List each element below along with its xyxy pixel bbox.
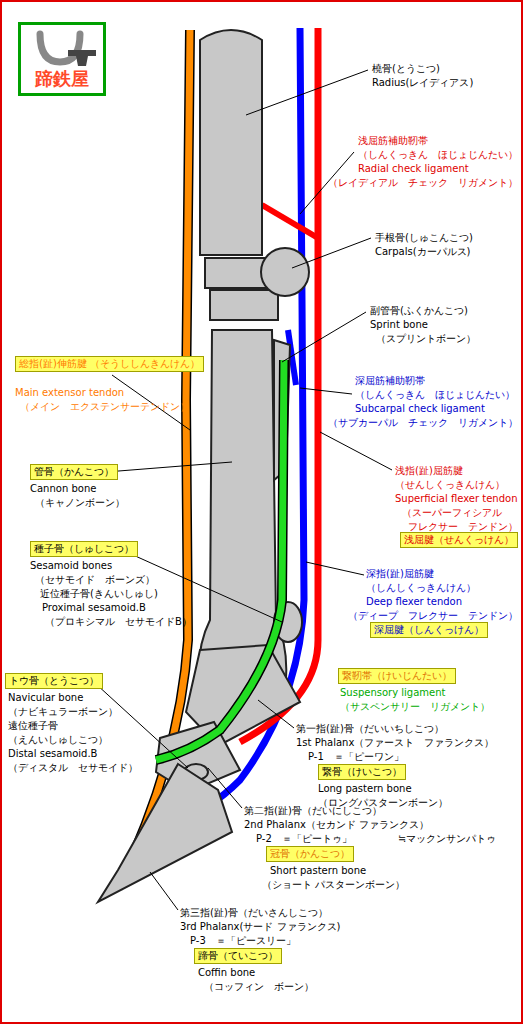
part-label: ≒マックンサンパトゥ: [398, 832, 496, 845]
bone-name-box: 蹄骨（ていこつ）: [194, 948, 282, 964]
part-label: （せんしくっきんけん）: [395, 478, 505, 491]
part-label: （しんくっきん ほじょじんたい）: [358, 148, 518, 161]
part-label: 2nd Phalanx（セカンド ファランクス）: [244, 818, 429, 831]
part-label: P-2 ＝「ピートゥ」: [256, 832, 352, 845]
part-label: （ショート パスターンボーン）: [262, 878, 405, 891]
part-label: Proximal sesamoid.B: [42, 601, 146, 614]
part-label: Main extensor tendon: [15, 386, 124, 399]
part-label: Subcarpal check ligament: [355, 402, 485, 415]
part-label: Superficial flexer tendon: [395, 492, 518, 505]
part-label: （サブカーパル チェック リガメント）: [328, 416, 518, 429]
part-label: 手根骨(しゅこんこつ): [375, 231, 473, 244]
part-label: 3rd Phalanx(サード ファランクス): [180, 920, 340, 933]
part-label: （ディスタル セサモイド）: [8, 761, 138, 774]
part-name: 冠骨（かんこつ）: [270, 847, 350, 861]
logo-text: 蹄鉄屋: [35, 68, 89, 90]
part-label: Deep flexer tendon: [366, 595, 462, 608]
part-label: Sprint bone: [370, 318, 428, 331]
part-label: 第一指(趾)骨（だいいちしこつ）: [296, 722, 444, 735]
tendon-name-box: 総指(趾)伸筋腱 （そうししんきんけん）: [15, 356, 204, 372]
part-label: フレクサー テンドン）: [408, 520, 518, 533]
part-label: 近位種子骨(きんいしゅし): [40, 587, 158, 600]
part-label: （スーパーフィシアル: [402, 506, 502, 519]
part-label: （スプリントボーン）: [376, 332, 476, 345]
part-label: 遠位種子骨: [8, 719, 58, 732]
bone-name-box: 繋骨（けいこつ）: [318, 764, 406, 780]
part-label: Suspensory ligament: [340, 686, 445, 699]
part-label: （しんくっきん ほじょじんたい）: [355, 388, 515, 401]
part-name: 繋骨（けいこつ）: [322, 765, 402, 779]
part-label: 浅屈筋補助靭帯: [358, 134, 428, 147]
part-label: （セサモイド ボーンズ）: [35, 573, 155, 586]
part-name: トウ骨（とうこつ）: [9, 674, 99, 688]
part-label: 1st Phalanx（ファースト ファランクス）: [296, 736, 494, 749]
ligament-name-box: 繋靭帯（けいじんたい）: [338, 668, 456, 684]
part-label: （ディープ フレクサー テンドン）: [348, 609, 518, 622]
bone-name-box: 管骨（かんこつ）: [30, 464, 118, 480]
part-label: （レイディアル チェック リガメント）: [328, 176, 518, 189]
part-label: 橈骨(とうこつ): [372, 62, 440, 75]
part-label: 深屈筋補助靭帯: [355, 374, 425, 387]
part-label: 浅指(趾)屈筋腱: [395, 464, 463, 477]
part-label: 第二指(趾)骨（だいにしこつ）: [244, 804, 382, 817]
part-label: 副管骨(ふくかんこつ): [370, 304, 468, 317]
part-name: 蹄骨（ていこつ）: [198, 949, 278, 963]
part-name: 深屈腱（しんくっけん）: [374, 623, 484, 637]
part-label: Carpals(カーパルス): [375, 245, 471, 258]
part-name: 管骨（かんこつ）: [34, 465, 114, 479]
part-label: Long pastern bone: [318, 782, 412, 795]
part-name: 総指(趾)伸筋腱 （そうししんきんけん）: [19, 357, 200, 371]
bone-name-box: 冠骨（かんこつ）: [266, 846, 354, 862]
part-label: （プロキシマル セサモイドB）: [45, 615, 192, 628]
part-label: P-1 ＝「ピーワン」: [308, 750, 404, 763]
part-label: （メイン エクステンサーテンドン）: [20, 400, 190, 413]
tendon-name-box: 浅屈腱（せんくっけん）: [400, 532, 518, 548]
part-label: Distal sesamoid.B: [8, 747, 97, 760]
bone-name-box: トウ骨（とうこつ）: [5, 673, 103, 689]
logo-box: 蹄鉄屋: [18, 22, 106, 96]
part-label: （サスペンサリー リガメント）: [340, 700, 490, 713]
tendon-name-box: 深屈腱（しんくっけん）: [370, 622, 488, 638]
part-label: Short pastern bone: [270, 864, 366, 877]
part-label: （コッフィン ボーン）: [204, 980, 314, 993]
part-name: 浅屈腱（せんくっけん）: [404, 533, 514, 547]
part-label: 第三指(趾)骨（だいさんしこつ）: [180, 906, 328, 919]
part-label: Coffin bone: [198, 966, 255, 979]
part-label: （ナビキュラーボーン）: [8, 705, 118, 718]
part-label: （しんしくっきんけん）: [366, 581, 476, 594]
part-name: 種子骨（しゅしこつ）: [34, 542, 134, 556]
part-label: （えんいしゅしこつ）: [8, 733, 108, 746]
bone-name-box: 種子骨（しゅしこつ）: [30, 541, 138, 557]
part-name: 繋靭帯（けいじんたい）: [342, 669, 452, 683]
part-label: Sesamoid bones: [30, 559, 112, 572]
part-label: Radial check ligament: [358, 162, 469, 175]
part-label: 深指(趾)屈筋腱: [366, 567, 434, 580]
part-label: Cannon bone: [30, 482, 96, 495]
part-label: P-3 ＝「ピースリー」: [190, 934, 296, 947]
part-label: Radius(レイディアス): [372, 76, 473, 89]
part-label: （キャノンボーン）: [35, 496, 125, 509]
part-label: Navicular bone: [8, 691, 83, 704]
